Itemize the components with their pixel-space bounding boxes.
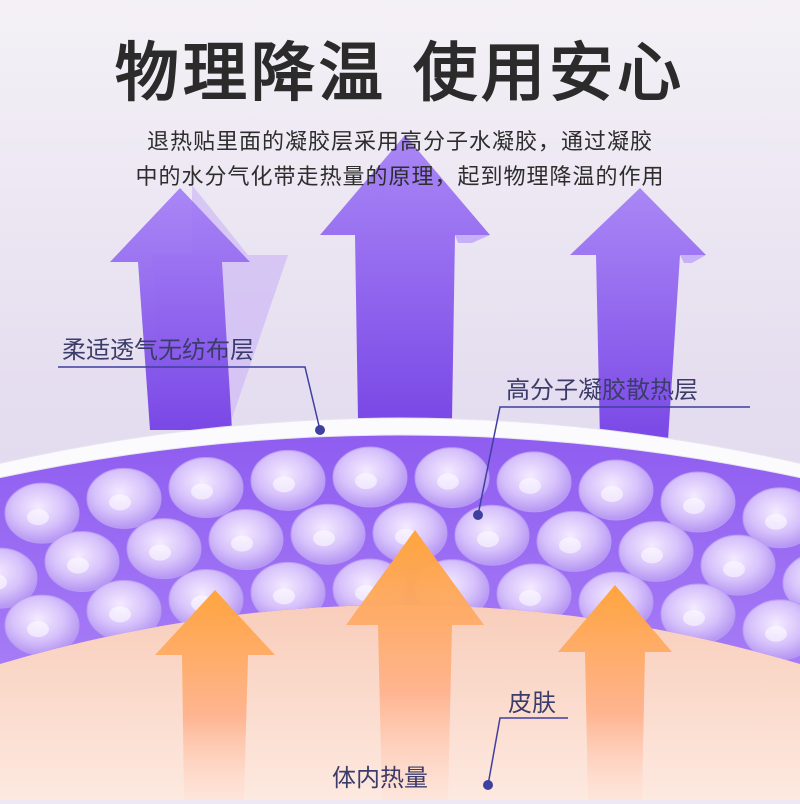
gel-cell-highlight — [355, 473, 377, 490]
skin-marker — [483, 780, 493, 790]
gel-cell-highlight — [231, 535, 253, 552]
gel-cell-highlight — [149, 544, 171, 561]
gel-cell-highlight — [765, 625, 787, 642]
purple-arrow-right — [570, 188, 706, 440]
gel-cell-highlight — [109, 494, 131, 511]
gel-cell-highlight — [559, 537, 581, 554]
body-heat-label: 体内热量 — [332, 764, 428, 792]
headline: 物理降温 使用安心 — [114, 37, 686, 111]
gel-cell-highlight — [765, 513, 787, 530]
gel-marker — [473, 510, 483, 520]
gel-cell-highlight — [313, 530, 335, 547]
gel-cell-highlight — [0, 574, 7, 591]
gel-cell-highlight — [191, 483, 213, 500]
gel-cell — [782, 552, 800, 614]
gel-cell-highlight — [683, 497, 705, 514]
skin-leader-line — [487, 717, 568, 786]
gel-cell-highlight — [273, 476, 295, 493]
gel-leader-line — [477, 406, 750, 516]
orange-arrow-center — [346, 530, 484, 800]
gel-cell-highlight — [437, 473, 459, 490]
gel-cell-highlight — [723, 561, 745, 578]
gel-layer-label: 高分子凝胶散热层 — [506, 376, 698, 404]
nonwoven-layer — [0, 417, 800, 479]
gel-cell-highlight — [519, 589, 541, 606]
orange-arrow-right — [558, 585, 672, 800]
gel-cell-highlight — [519, 477, 541, 494]
description-line-2: 中的水分气化带走热量的原理，起到物理降温的作用 — [135, 165, 665, 190]
gel-cell-highlight — [273, 588, 295, 605]
gel-cell — [0, 547, 38, 609]
gel-cell-highlight — [27, 621, 49, 638]
gel-cell-highlight — [27, 509, 49, 526]
description-line-1: 退热贴里面的凝胶层采用高分子水凝胶，通过凝胶 — [146, 130, 653, 155]
gel-cell-highlight — [601, 486, 623, 503]
gel-cell-highlight — [683, 609, 705, 626]
gel-cell-highlight — [477, 531, 499, 548]
orange-arrow-left — [155, 590, 275, 800]
skin-label: 皮肤 — [508, 689, 556, 717]
gel-cell-highlight — [641, 547, 663, 564]
nonwoven-leader-line — [58, 366, 321, 431]
purple-arrow-center — [320, 135, 490, 420]
nonwoven-layer-label: 柔适透气无纺布层 — [62, 336, 254, 364]
gel-cell-highlight — [109, 606, 131, 623]
purple-arrow-left — [110, 185, 288, 430]
nonwoven-marker — [315, 425, 325, 435]
gel-cell-highlight — [67, 557, 89, 574]
